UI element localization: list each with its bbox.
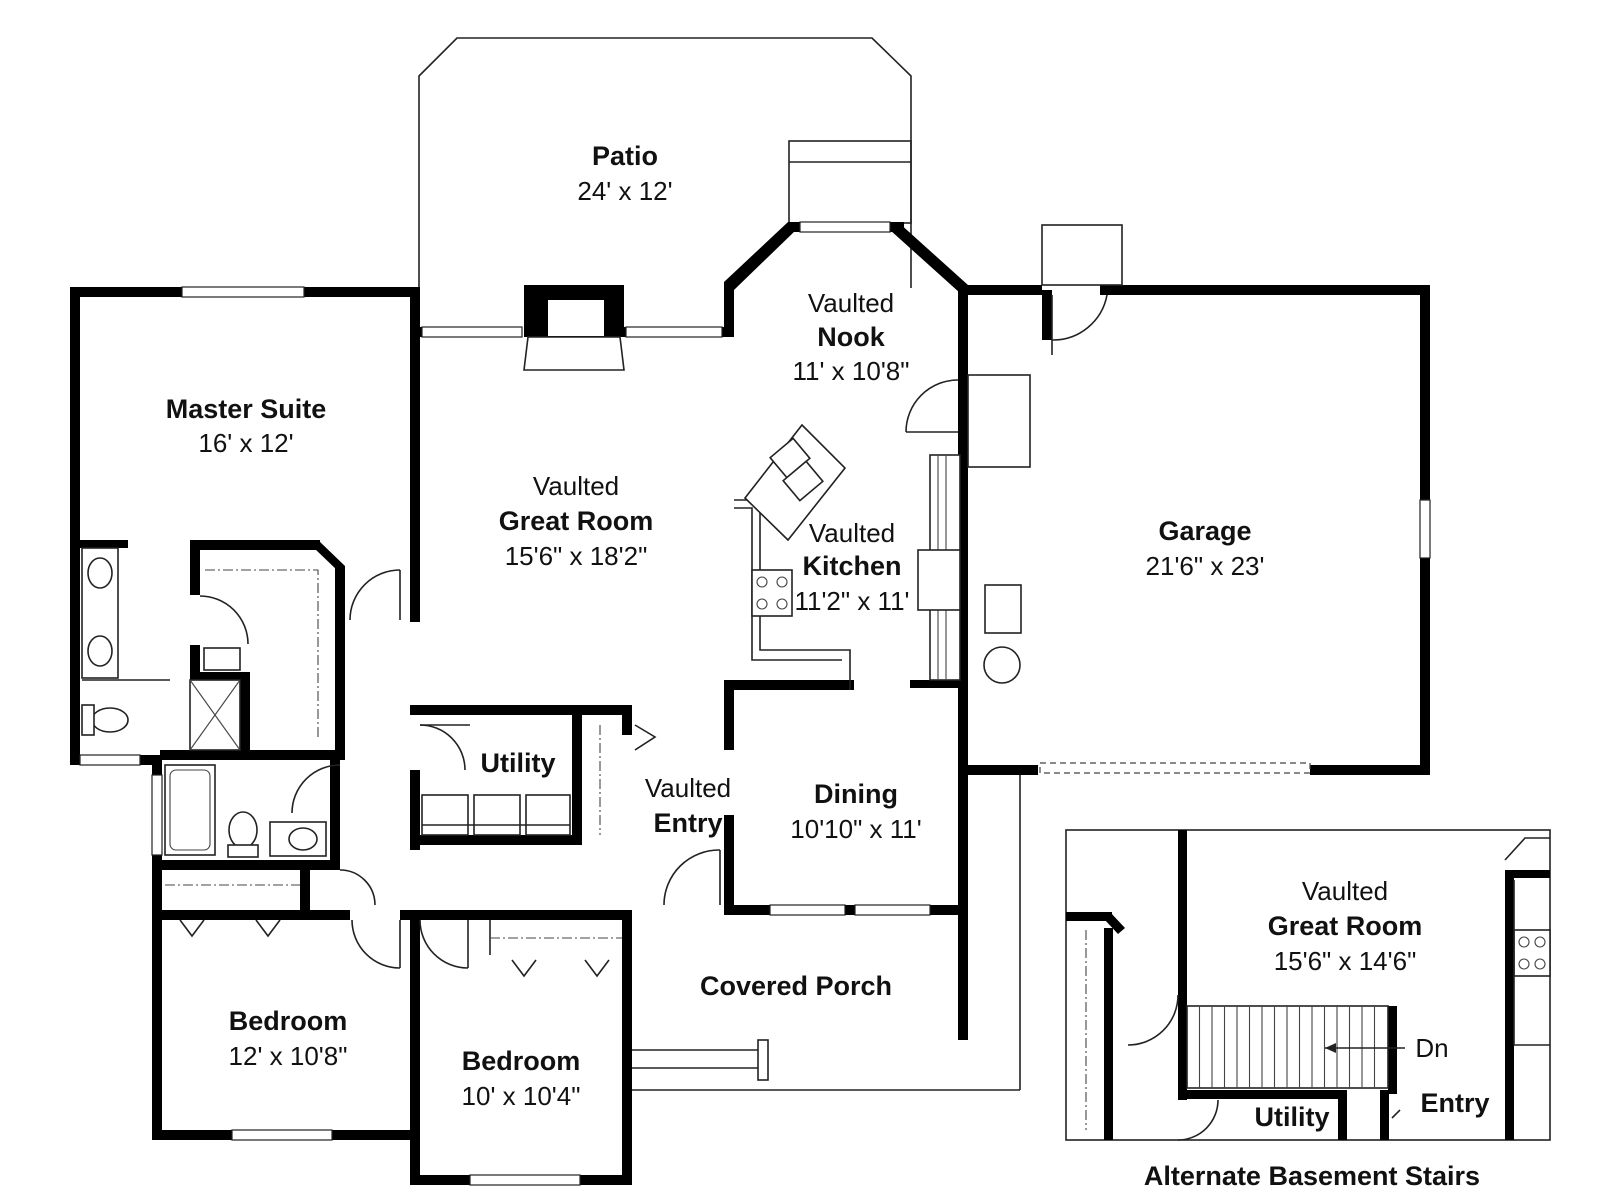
- stair-treads: [1186, 1005, 1389, 1089]
- alternate-labels: Vaulted Great Room 15'6" x 14'6" Dn Util…: [1144, 876, 1490, 1191]
- alt-down-label: Dn: [1415, 1033, 1448, 1063]
- alt-great-prefix: Vaulted: [1302, 876, 1388, 906]
- windows: [79, 221, 1431, 1186]
- entry-name: Entry: [653, 808, 722, 838]
- patio-name: Patio: [592, 141, 658, 171]
- nook-name: Nook: [817, 322, 885, 352]
- master-name: Master Suite: [166, 394, 327, 424]
- great-prefix: Vaulted: [533, 471, 619, 501]
- kitchen-prefix: Vaulted: [809, 518, 895, 548]
- dining-size: 10'10" x 11': [790, 814, 921, 844]
- room-labels: Patio 24' x 12' Vaulted Nook 11' x 10'8"…: [166, 141, 1265, 1111]
- nook-size: 11' x 10'8": [793, 356, 910, 386]
- porch-lines: [632, 775, 1021, 1091]
- alt-utility-label: Utility: [1254, 1102, 1329, 1132]
- dining-name: Dining: [814, 779, 898, 809]
- master-size: 16' x 12': [198, 428, 293, 458]
- great-size: 15'6" x 18'2": [505, 541, 648, 571]
- porch-name: Covered Porch: [700, 971, 892, 1001]
- alternate-inset: [1065, 829, 1551, 1141]
- garage-door: [1039, 762, 1311, 774]
- bedroom1-name: Bedroom: [229, 1006, 348, 1036]
- interior-walls: [70, 290, 1052, 915]
- great-name: Great Room: [499, 506, 654, 536]
- bedroom2-size: 10' x 10'4": [462, 1081, 581, 1111]
- kitchen-size: 11'2" x 11': [794, 586, 909, 616]
- patio-size: 24' x 12': [577, 176, 672, 206]
- alt-great-size: 15'6" x 14'6": [1274, 946, 1417, 976]
- bedroom2-name: Bedroom: [462, 1046, 581, 1076]
- patio-outline: [418, 37, 912, 288]
- entry-prefix: Vaulted: [645, 773, 731, 803]
- fixtures: [81, 224, 1123, 978]
- alt-caption: Alternate Basement Stairs: [1144, 1161, 1480, 1191]
- doors: [199, 294, 1108, 969]
- kitchen-name: Kitchen: [802, 551, 901, 581]
- bedroom1-size: 12' x 10'8": [229, 1041, 348, 1071]
- garage-name: Garage: [1158, 516, 1251, 546]
- nook-prefix: Vaulted: [808, 288, 894, 318]
- alt-great-name: Great Room: [1268, 911, 1423, 941]
- utility-name: Utility: [480, 748, 555, 778]
- alt-entry-label: Entry: [1420, 1088, 1489, 1118]
- garage-size: 21'6" x 23': [1146, 551, 1265, 581]
